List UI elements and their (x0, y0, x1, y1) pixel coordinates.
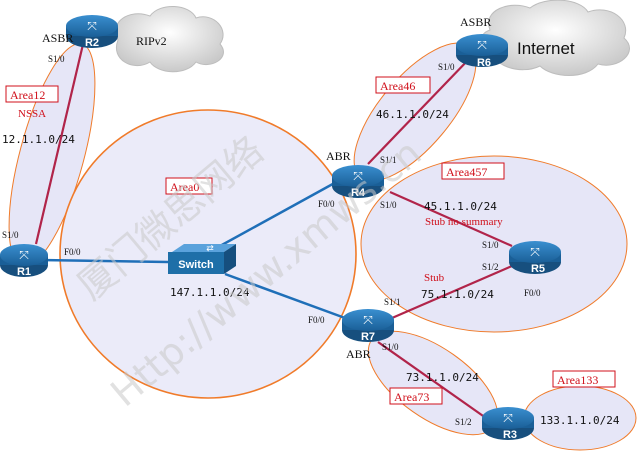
role-abr-r7: ABR (346, 347, 371, 361)
port-r3-s12: S1/2 (455, 417, 472, 427)
port-r5-s12: S1/2 (482, 262, 499, 272)
router-r4-label: R4 (351, 187, 366, 199)
area457-tag: Area457 (441, 162, 505, 180)
rip-cloud: RIPv2 (115, 6, 224, 73)
router-r7[interactable]: ⤧ R7 (342, 309, 394, 343)
links (34, 39, 513, 419)
role-asbr-r6: ASBR (460, 15, 491, 29)
router-r3-label: R3 (503, 429, 517, 441)
router-r6[interactable]: ⤧ R6 (456, 34, 508, 69)
port-r6-s10: S1/0 (438, 62, 455, 72)
router-r5-label: R5 (531, 263, 545, 275)
port-r2-s10: S1/0 (48, 54, 65, 64)
stub-type: Stub (424, 272, 445, 284)
link-switch-r4 (219, 178, 341, 248)
port-r4-s11: S1/1 (380, 155, 397, 165)
area457-region (360, 155, 628, 333)
router-icon-glyph: ⤧ (477, 38, 487, 52)
area12-type: NSSA (18, 108, 46, 120)
link-switch-r7 (224, 272, 346, 320)
router-r6-label: R6 (477, 57, 491, 69)
area73-tag: Area73 (389, 387, 443, 405)
link-r1-switch (39, 258, 169, 264)
router-icon-glyph: ⤧ (87, 19, 97, 33)
net-147: 147.1.1.0/24 (170, 286, 250, 299)
switch-label: Switch (178, 259, 214, 271)
router-r3[interactable]: ⤧ R3 (482, 407, 534, 441)
link-r4-r5 (389, 190, 513, 248)
port-r1-f00: F0/0 (64, 247, 81, 257)
area0-tag: Area0 (165, 177, 213, 195)
net-133: 133.1.1.0/24 (540, 414, 620, 427)
router-r2-label: R2 (85, 37, 99, 49)
port-r4-s10: S1/0 (380, 200, 397, 210)
switch-arrows-icon: ⇄ (206, 244, 214, 254)
svg-text:Area133: Area133 (557, 373, 598, 387)
internet-cloud: Internet (481, 0, 630, 76)
port-r4-f00: F0/0 (318, 199, 335, 209)
router-r4[interactable]: ⤧ R4 (332, 165, 384, 199)
router-r2[interactable]: ⤧ R2 (66, 15, 118, 49)
router-r1[interactable]: ⤧ R1 (0, 244, 48, 278)
area46-tag: Area46 (375, 76, 431, 94)
net-45: 45.1.1.0/24 (424, 200, 497, 213)
router-icon-glyph: ⤧ (353, 169, 363, 183)
router-r7-label: R7 (361, 331, 375, 343)
router-r5[interactable]: ⤧ R5 (509, 241, 561, 275)
port-r5-s10: S1/0 (482, 240, 499, 250)
net-75: 75.1.1.0/24 (421, 288, 494, 301)
router-r1-label: R1 (17, 266, 31, 278)
svg-text:Area46: Area46 (380, 79, 415, 93)
area133-tag: Area133 (552, 370, 616, 388)
link-r7-r5 (391, 264, 513, 320)
link-r2-r1 (34, 39, 86, 245)
router-icon-glyph: ⤧ (19, 248, 29, 262)
area12-tag: Area12 (5, 85, 59, 103)
rip-label: RIPv2 (136, 34, 167, 48)
switch[interactable]: ⇄ Switch (168, 244, 236, 274)
role-abr-r4: ABR (326, 149, 351, 163)
role-asbr-r2: ASBR (42, 31, 73, 45)
port-r7-s10: S1/0 (382, 342, 399, 352)
svg-text:Area73: Area73 (394, 390, 429, 404)
net-73: 73.1.1.0/24 (406, 371, 479, 384)
router-icon-glyph: ⤧ (503, 411, 513, 425)
area457-type: Stub no summary (425, 216, 503, 228)
port-r7-f00: F0/0 (308, 315, 325, 325)
internet-label: Internet (517, 39, 575, 58)
net-46: 46.1.1.0/24 (376, 108, 449, 121)
svg-text:Area12: Area12 (10, 88, 45, 102)
port-r1-s10: S1/0 (2, 230, 19, 240)
net-12: 12.1.1.0/24 (2, 133, 75, 146)
svg-text:Area457: Area457 (446, 165, 487, 179)
svg-text:Area0: Area0 (170, 180, 199, 194)
link-r7-r3 (377, 341, 487, 419)
router-icon-glyph: ⤧ (530, 245, 540, 259)
router-icon-glyph: ⤧ (363, 313, 373, 327)
port-r5-f00: F0/0 (524, 288, 541, 298)
port-r7-s11: S1/1 (384, 297, 401, 307)
link-r4-r6 (367, 57, 471, 165)
